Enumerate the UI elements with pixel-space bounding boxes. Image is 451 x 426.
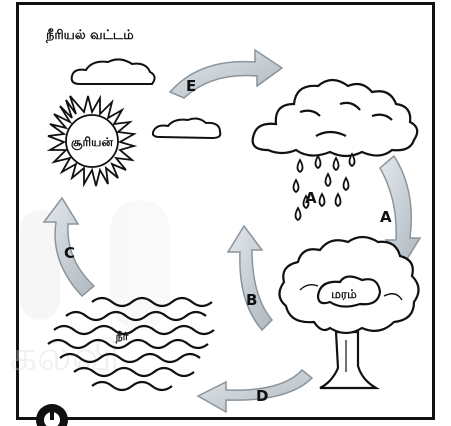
svg-text:A: A — [380, 208, 392, 226]
water-label: நீர் — [115, 330, 129, 344]
arrow-b: B — [228, 226, 272, 330]
arrow-d: D — [198, 370, 312, 412]
svg-text:E: E — [186, 77, 196, 95]
small-cloud-icon — [72, 59, 155, 84]
raindrops-icon — [294, 154, 355, 220]
tree-label: மரம் — [331, 287, 357, 301]
svg-text:D: D — [256, 387, 268, 405]
small-cloud-icon — [153, 119, 220, 138]
rain-cloud-icon — [253, 80, 418, 156]
svg-text:B: B — [246, 291, 257, 309]
svg-text:C: C — [64, 244, 75, 262]
sun-label: சூரியன் — [71, 135, 113, 150]
arrow-a-rain-label: A — [305, 189, 317, 207]
arrow-e: E — [170, 50, 282, 98]
diagram-title: நீரியல் வட்டம் — [45, 27, 134, 43]
tree-icon — [279, 237, 418, 388]
logo-icon — [36, 404, 68, 426]
